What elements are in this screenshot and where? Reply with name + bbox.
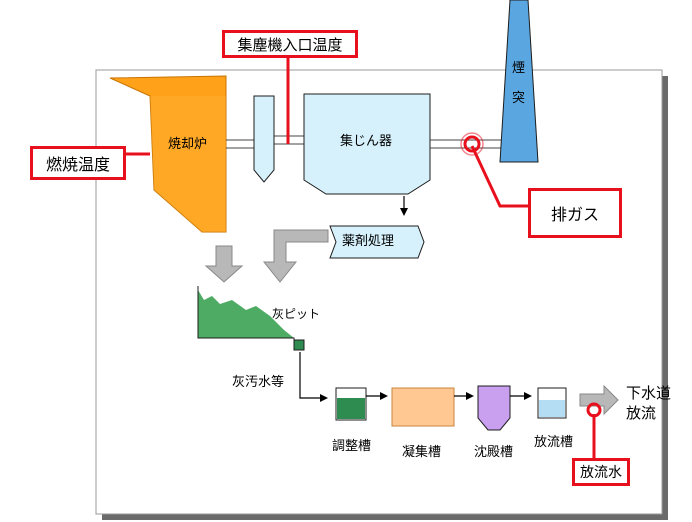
coagulation-tank-label: 凝集槽 bbox=[402, 445, 442, 460]
exhaust-gas-callout: 排ガス bbox=[528, 188, 622, 238]
adjustment-tank-water bbox=[337, 398, 365, 419]
discharge-tank-label: 放流槽 bbox=[534, 435, 574, 450]
sewer-label-line2: 放流 bbox=[626, 404, 657, 422]
ash-pit-label: 灰ピット bbox=[272, 307, 321, 321]
settling-tank bbox=[477, 385, 511, 431]
chemical-treatment-label: 薬剤処理 bbox=[342, 234, 395, 249]
settling-tank-label: 沈殿槽 bbox=[474, 445, 514, 460]
chimney-duct bbox=[430, 139, 508, 149]
ash-wastewater-label: 灰汚水等 bbox=[232, 375, 285, 390]
dust-collector-label: 集じん器 bbox=[340, 134, 393, 149]
chimney-label-top: 煙 bbox=[512, 61, 526, 76]
chemical-treatment-box bbox=[329, 225, 425, 259]
dust-collector-shape bbox=[303, 93, 431, 195]
incinerator-shape bbox=[109, 75, 227, 233]
incinerator-inner-shade bbox=[150, 96, 226, 232]
discharge-tank-water bbox=[539, 400, 565, 417]
collector-inlet-temp-callout: 集塵機入口温度 bbox=[222, 30, 358, 58]
sample-point-markers bbox=[460, 132, 602, 418]
adjustment-tank-label: 調整槽 bbox=[332, 439, 372, 454]
cyclone-unit bbox=[253, 95, 275, 183]
coagulation-tank bbox=[391, 387, 455, 427]
chimney-shape bbox=[499, 0, 539, 163]
chimney-label-bottom: 突 bbox=[512, 91, 526, 106]
ash-wastewater-line bbox=[299, 352, 328, 402]
incinerator-label: 焼却炉 bbox=[168, 137, 208, 152]
ash-drop-arrow-right bbox=[262, 229, 329, 283]
ash-pit-drain bbox=[293, 339, 305, 351]
sewer-label-line1: 下水道 bbox=[626, 384, 672, 402]
ash-drop-arrow-left bbox=[204, 245, 244, 283]
combustion-temp-callout: 燃焼温度 bbox=[30, 146, 126, 180]
sewer-discharge-arrow bbox=[579, 384, 619, 416]
callout-leaders bbox=[126, 58, 596, 458]
ash-pit-pile bbox=[198, 290, 294, 338]
discharge-water-callout: 放流水 bbox=[572, 458, 630, 486]
